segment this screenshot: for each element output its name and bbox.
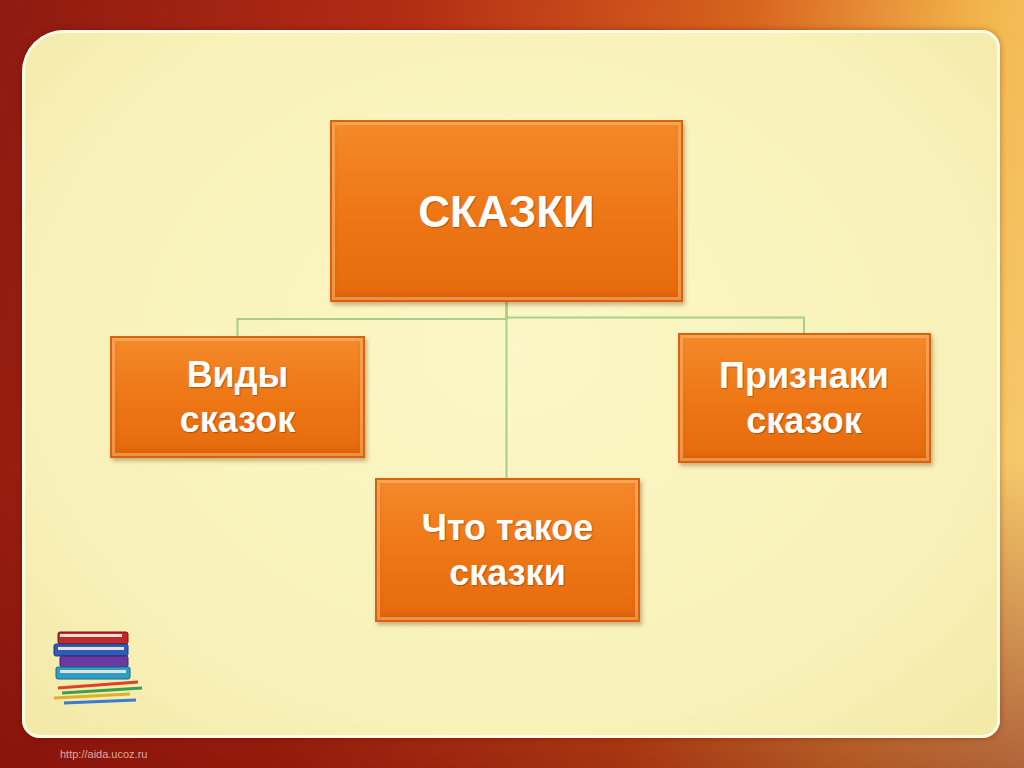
box-label: Что такое сказки: [400, 505, 615, 595]
topic-box: Что такое сказки: [375, 478, 640, 622]
box-label: Признаки сказок: [702, 353, 907, 443]
tree-connector: [507, 302, 805, 333]
box-label: СКАЗКИ: [418, 184, 594, 239]
tree-connector: [238, 302, 507, 336]
topic-box: Признаки сказок: [678, 333, 931, 463]
watermark: http://aida.ucoz.ru: [60, 748, 147, 760]
tree-connector: [506, 302, 508, 478]
root-box: СКАЗКИ: [330, 120, 683, 302]
books-icon: [50, 622, 150, 712]
topic-box: Виды сказок: [110, 336, 365, 458]
box-label: Виды сказок: [158, 352, 318, 442]
